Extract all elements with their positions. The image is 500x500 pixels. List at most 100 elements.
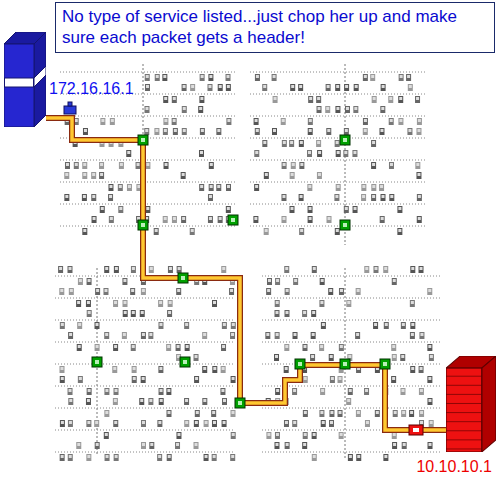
host-screen [219, 85, 222, 88]
host-screen [308, 185, 311, 188]
host-screen [111, 119, 114, 122]
host-icon [158, 366, 163, 373]
host-screen [169, 267, 172, 270]
host-icon [388, 96, 393, 103]
host-screen [317, 141, 320, 144]
host-icon [194, 420, 199, 427]
host-screen [373, 97, 376, 100]
host-screen [105, 267, 108, 270]
host-screen [329, 289, 332, 292]
host-icon [416, 128, 421, 135]
host-screen [93, 217, 96, 220]
host-screen [347, 301, 350, 304]
red-port [409, 425, 423, 435]
host-screen [176, 443, 179, 446]
host-icon [68, 420, 73, 427]
host-screen [105, 389, 108, 392]
host-icon [290, 84, 295, 91]
host-screen [75, 119, 78, 122]
host-screen [77, 443, 80, 446]
host-icon [397, 206, 402, 213]
cluster-branch [55, 430, 235, 431]
host-screen [381, 195, 384, 198]
host-icon [353, 206, 358, 213]
host-screen [227, 185, 230, 188]
host-icon [136, 162, 141, 169]
host-screen [87, 455, 90, 458]
host-screen [268, 279, 271, 282]
host-icon [265, 332, 270, 339]
host-screen [389, 97, 392, 100]
host-screen [109, 185, 112, 188]
host-screen [276, 433, 279, 436]
host-icon [308, 96, 313, 103]
host-screen [115, 267, 118, 270]
host-screen [104, 289, 107, 292]
host-icon [393, 410, 398, 417]
host-icon [364, 388, 369, 395]
host-icon [285, 442, 290, 449]
host-screen [365, 389, 368, 392]
host-screen [303, 443, 306, 446]
host-icon [209, 184, 214, 191]
subnet-cluster [250, 64, 425, 245]
cluster-branch [250, 138, 425, 139]
host-icon [293, 278, 298, 285]
host-icon [140, 310, 145, 317]
host-icon [182, 106, 187, 113]
host-icon [383, 266, 388, 273]
host-icon [416, 172, 421, 179]
host-screen [390, 163, 393, 166]
host-icon [100, 206, 105, 213]
host-icon [202, 366, 207, 373]
host-screen [133, 367, 136, 370]
host-icon [123, 310, 128, 317]
host-screen [203, 399, 206, 402]
host-icon [103, 288, 108, 295]
host-screen [109, 195, 112, 198]
host-icon [336, 184, 341, 191]
host-screen [101, 207, 104, 210]
host-screen [164, 97, 167, 100]
host-icon [212, 454, 217, 461]
host-icon [216, 128, 221, 135]
host-icon [267, 278, 272, 285]
host-icon [218, 84, 223, 91]
host-icon [328, 288, 333, 295]
host-screen [255, 119, 258, 122]
host-screen [173, 119, 176, 122]
host-screen [384, 267, 387, 270]
host-icon [145, 162, 150, 169]
host-screen [382, 85, 385, 88]
host-icon [209, 162, 214, 169]
host-icon [68, 332, 73, 339]
host-screen [119, 207, 122, 210]
host-screen [372, 195, 375, 198]
host-icon [144, 106, 149, 113]
host-screen [354, 107, 357, 110]
host-screen [336, 107, 339, 110]
host-icon [83, 128, 88, 135]
host-icon [114, 266, 119, 273]
host-screen [191, 229, 194, 232]
host-icon [392, 442, 397, 449]
host-icon [159, 398, 164, 405]
host-screen [283, 163, 286, 166]
host-icon [167, 454, 172, 461]
host-icon [77, 344, 82, 351]
host-icon [139, 398, 144, 405]
host-screen [212, 411, 215, 414]
host-screen [84, 129, 87, 132]
host-icon [87, 388, 92, 395]
host-screen [132, 267, 135, 270]
host-icon [69, 288, 74, 295]
host-screen [158, 421, 161, 424]
host-screen [275, 311, 278, 314]
host-icon [429, 420, 434, 427]
host-screen [222, 267, 225, 270]
host-screen [95, 323, 98, 326]
host-icon [74, 162, 79, 169]
host-icon [175, 442, 180, 449]
host-icon [82, 228, 87, 235]
